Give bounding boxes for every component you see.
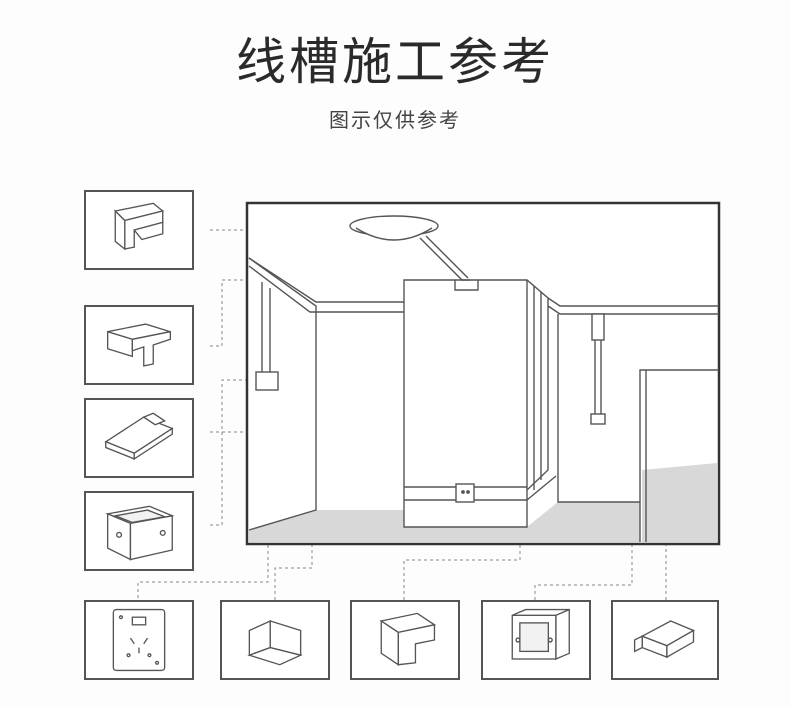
box-base-box: [481, 600, 591, 680]
external-corner-icon: [113, 202, 165, 251]
flat-tee-panel: [84, 398, 194, 478]
internal-corner-box: [220, 600, 330, 680]
flat-corner-box: [350, 600, 460, 680]
box-base-icon: [511, 608, 570, 661]
junction-box-panel: [84, 491, 194, 571]
tee-joint-panel: [84, 305, 194, 385]
flat-tee-icon: [104, 412, 174, 461]
internal-corner-icon: [247, 619, 303, 666]
socket-panel-icon: [112, 608, 166, 672]
flat-corner-icon: [379, 612, 437, 666]
tee-joint-icon: [106, 323, 172, 367]
page-title: 线槽施工参考: [236, 33, 554, 91]
external-corner-panel: [84, 190, 194, 270]
end-cap-icon: [633, 620, 696, 659]
junction-box-icon: [105, 505, 175, 561]
end-cap-box: [611, 600, 719, 680]
socket-panel-box: [84, 600, 194, 680]
page-subtitle: 图示仅供参考: [329, 108, 461, 132]
